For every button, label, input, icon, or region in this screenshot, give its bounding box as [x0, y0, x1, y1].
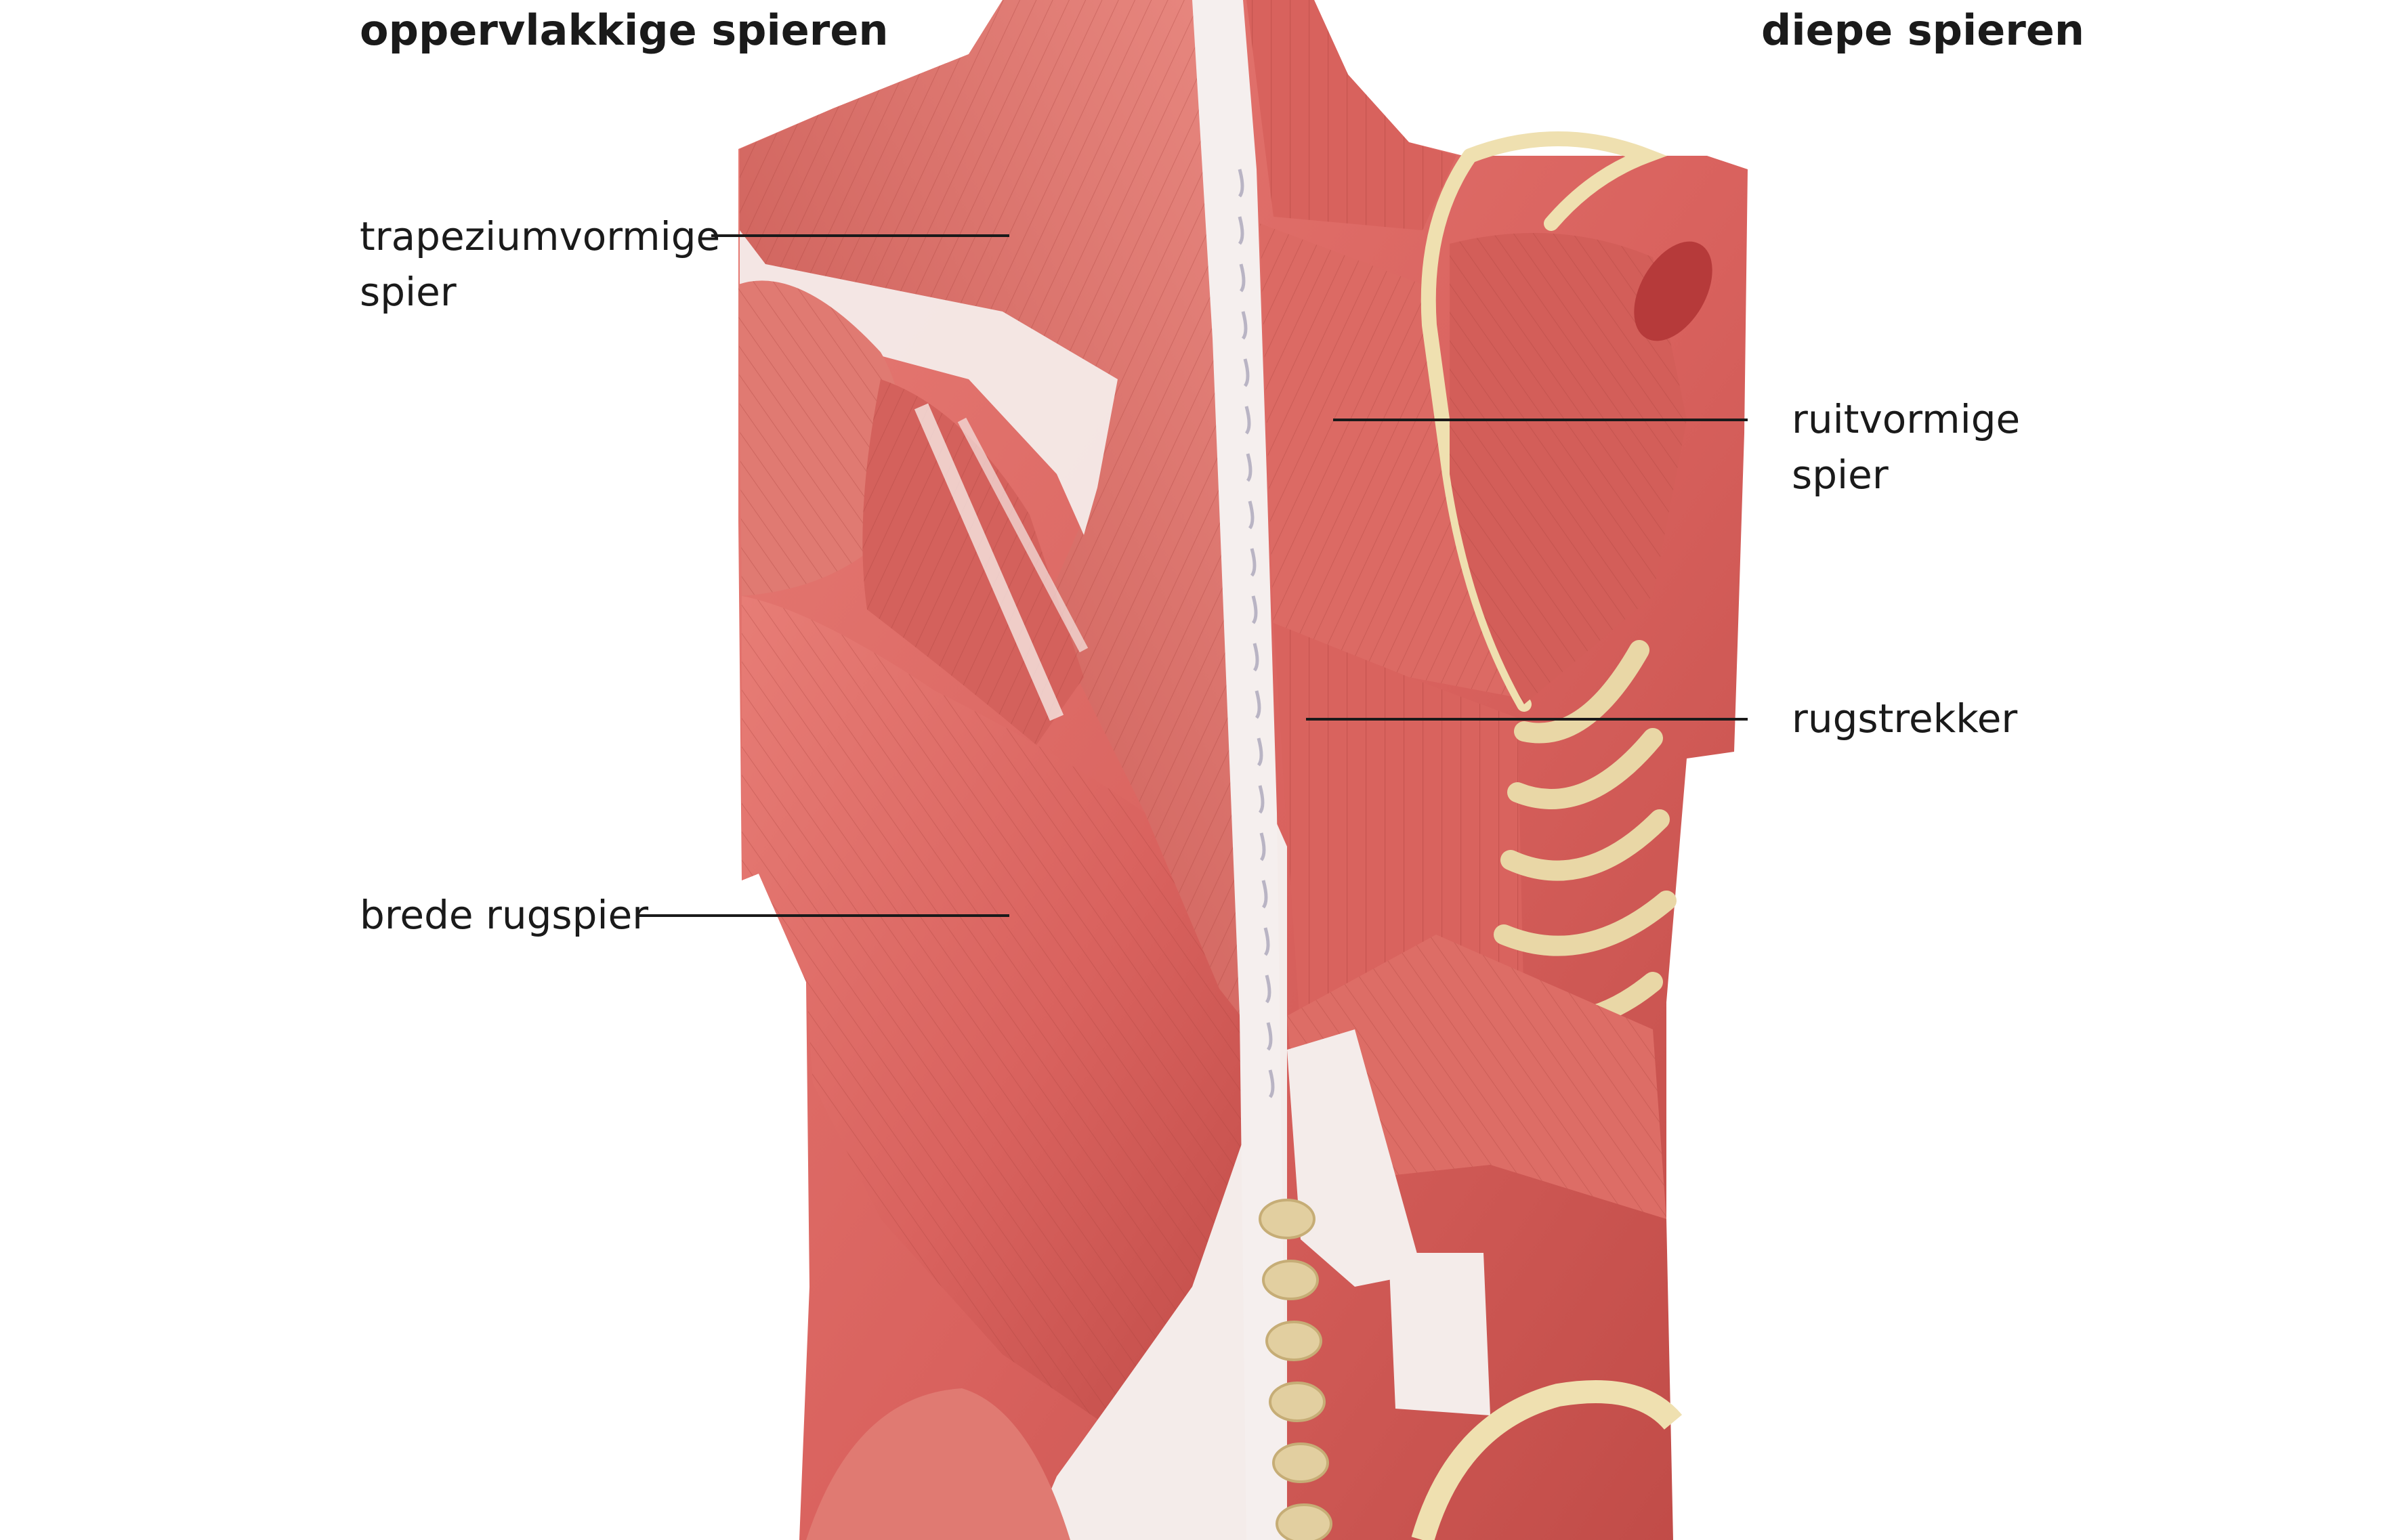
iliac-crest: [1411, 1380, 1683, 1540]
heading-deep: diepe spieren: [1761, 5, 2085, 55]
label-trapezius-line1: trapeziumvormige: [360, 213, 721, 259]
spinous-processes: [1238, 169, 1275, 1098]
label-latissimus-line1: brede rugspier: [360, 892, 649, 938]
heading-superficial: oppervlakkige spieren: [360, 5, 889, 55]
shoulder-joint: [1634, 241, 1712, 341]
label-trapezius-line2: spier: [360, 269, 457, 316]
label-rhomboid-line2: spier: [1792, 452, 1889, 498]
label-rhomboid: ruitvormige spier: [1792, 391, 2020, 503]
label-latissimus: brede rugspier: [360, 887, 648, 943]
lumbar-fascia: [1287, 1029, 1423, 1287]
leader-lines: [637, 234, 1748, 917]
label-rhomboid-line1: ruitvormige: [1792, 396, 2021, 442]
gluteal-left: [806, 1388, 1070, 1540]
label-erector: rugstrekker: [1792, 691, 2017, 746]
label-trapezius: trapeziumvormige spier: [360, 209, 720, 320]
spine-midline: [1192, 0, 1287, 1540]
thoracolumbar-fascia: [1030, 786, 1287, 1540]
label-erector-line1: rugstrekker: [1792, 696, 2018, 742]
lumbar-vertebrae: [1259, 1199, 1332, 1540]
shoulder-tendon: [740, 230, 1118, 535]
